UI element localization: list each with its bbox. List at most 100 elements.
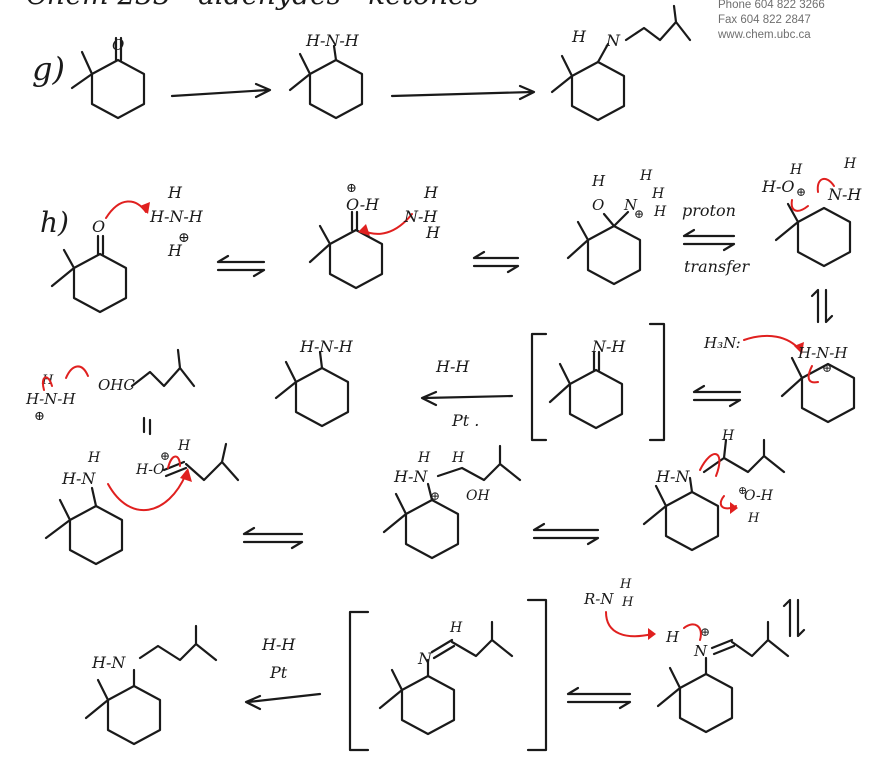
fax-number: Fax 604 822 2847 xyxy=(718,14,811,26)
bracket-right-2 xyxy=(526,598,548,752)
equilibrium-5 xyxy=(532,522,600,546)
base-h2: H xyxy=(621,595,634,610)
ammonium-label: H-N-H xyxy=(149,207,204,226)
tetrahedral-intermediate: H O N H H H ⊕ xyxy=(566,168,667,286)
arrow-1 xyxy=(170,82,272,99)
equilibrium-4 xyxy=(242,526,304,550)
h2-label: H-H xyxy=(435,357,470,376)
equilibrium-1 xyxy=(216,254,266,278)
imine-2: N H xyxy=(378,620,514,736)
amine-intermediate: H-N-H xyxy=(274,337,354,428)
aldehyde-label: OHC xyxy=(98,376,135,394)
pc-plus: ⊕ xyxy=(738,484,747,497)
amino-n-h: N-H xyxy=(827,185,862,204)
equilibrium-vertical-2 xyxy=(142,416,152,436)
aldehyde-plus: ⊕ xyxy=(160,449,170,463)
carbinolamine-hn: H-N xyxy=(393,467,428,486)
letterhead-contact: Phone 604 822 3266 Fax 604 822 2847 www.… xyxy=(718,0,876,43)
ti-h2: H xyxy=(651,186,665,202)
transfer-label: transfer xyxy=(684,257,751,276)
carbinolamine-h1: H xyxy=(417,450,431,466)
oxonium-intermediate: H-O H ⊕ N-H H xyxy=(761,156,862,268)
ketone-2: O xyxy=(50,217,128,314)
oxonium-top-h: H xyxy=(789,162,803,178)
mechanism-label: h) xyxy=(40,206,69,239)
imine-nh: N-H xyxy=(591,337,626,356)
final-hn: H-N xyxy=(91,653,126,672)
nh4-plus: ⊕ xyxy=(34,409,45,424)
pt-label: Pt . xyxy=(451,411,479,430)
amino-top-h: H xyxy=(843,156,857,172)
start-ketone: O xyxy=(70,36,146,120)
protonated-ketone: O-H ⊕ xyxy=(308,181,384,290)
amine-plus-aldehyde: H-N H H-O ⊕ H xyxy=(44,438,240,566)
ammonium-bottom-h: H xyxy=(167,241,183,260)
carbinolamine-h2: H xyxy=(451,450,465,466)
bracket-left-2 xyxy=(348,610,370,752)
oxonium-plus: ⊕ xyxy=(346,181,357,196)
amine-nh2: H-N-H xyxy=(305,31,360,50)
ammonia-n: N-H xyxy=(403,207,438,226)
carbinolamine-plus: ⊕ xyxy=(430,489,440,503)
ti-h1: H xyxy=(639,168,653,184)
page-title: Chem 233 - aldehydes - ketones xyxy=(26,0,479,11)
ammonium-top-h: H xyxy=(167,183,183,202)
arrow-2 xyxy=(390,84,536,101)
ketone-oxygen: O xyxy=(112,36,124,54)
bracket-right-1 xyxy=(648,322,666,442)
ketone2-oxygen: O xyxy=(92,217,105,236)
ti-plus: ⊕ xyxy=(634,207,644,221)
pc-oxonium: O-H xyxy=(744,488,774,504)
final-secondary-amine: H-N xyxy=(84,624,218,746)
iminium-plus: ⊕ xyxy=(822,361,832,375)
ti-o: O xyxy=(592,196,604,214)
problem-label: g) xyxy=(32,50,65,88)
arrow-lp-to-h xyxy=(105,200,147,219)
carbinolamine-oh: OH xyxy=(466,488,490,504)
oxonium-h-o: H-O xyxy=(761,177,794,196)
ammonium-co-product: H-N-H H ⊕ OHC xyxy=(25,348,196,424)
pc-bottom-h: H xyxy=(747,511,760,526)
equilibrium-vertical-3 xyxy=(782,598,806,638)
website: www.chem.ubc.ca xyxy=(718,29,811,41)
amine4-top-h: H xyxy=(87,450,101,466)
ammonium-plus: ⊕ xyxy=(178,230,190,246)
ammonia-h-top: H xyxy=(423,183,439,202)
final-product: H N xyxy=(550,4,692,122)
h2-label-2: H-H xyxy=(261,635,296,654)
oxonium2-plus: ⊕ xyxy=(796,185,806,199)
equilibrium-proton-transfer xyxy=(682,228,736,252)
iminium2-n: N xyxy=(693,642,708,660)
imine2-n: N xyxy=(417,649,433,668)
pt-label-2: Pt xyxy=(269,663,288,682)
base-rnh: R-N xyxy=(583,590,614,608)
imine2-h: H xyxy=(449,620,463,636)
nh4-label: H-N-H xyxy=(25,390,76,408)
equilibrium-6 xyxy=(566,686,632,710)
amine4-hn: H-N xyxy=(61,469,96,488)
equilibrium-2 xyxy=(472,250,520,274)
oxonium-o: O-H xyxy=(346,195,380,214)
proton-label: proton xyxy=(682,201,736,220)
phone-number: Phone 604 822 3266 xyxy=(718,0,825,11)
product-n: N xyxy=(605,31,621,50)
ti-h3: H xyxy=(653,204,667,220)
base-h1: H xyxy=(619,577,632,592)
arrow-reduction-2 xyxy=(244,692,322,711)
imine-intermediate: N-H xyxy=(548,337,626,430)
ammonia-h-bottom: H xyxy=(425,223,441,242)
arrow-o-leave xyxy=(790,199,809,212)
arrow-reduction-1 xyxy=(420,390,514,407)
aldehyde-h: H xyxy=(177,438,191,454)
equilibrium-3 xyxy=(692,384,742,408)
pc-hn: H-N xyxy=(655,467,690,486)
carbinolamine: H-N H H ⊕ OH xyxy=(382,444,522,560)
iminium2-h: H xyxy=(665,628,680,646)
product-hn: H xyxy=(571,27,587,46)
arrow-n-push xyxy=(816,177,835,193)
amine-intermediate-nh2: H-N-H xyxy=(299,337,354,356)
nh3-base: H₃N: xyxy=(703,334,741,352)
bracket-left-1 xyxy=(530,332,548,442)
